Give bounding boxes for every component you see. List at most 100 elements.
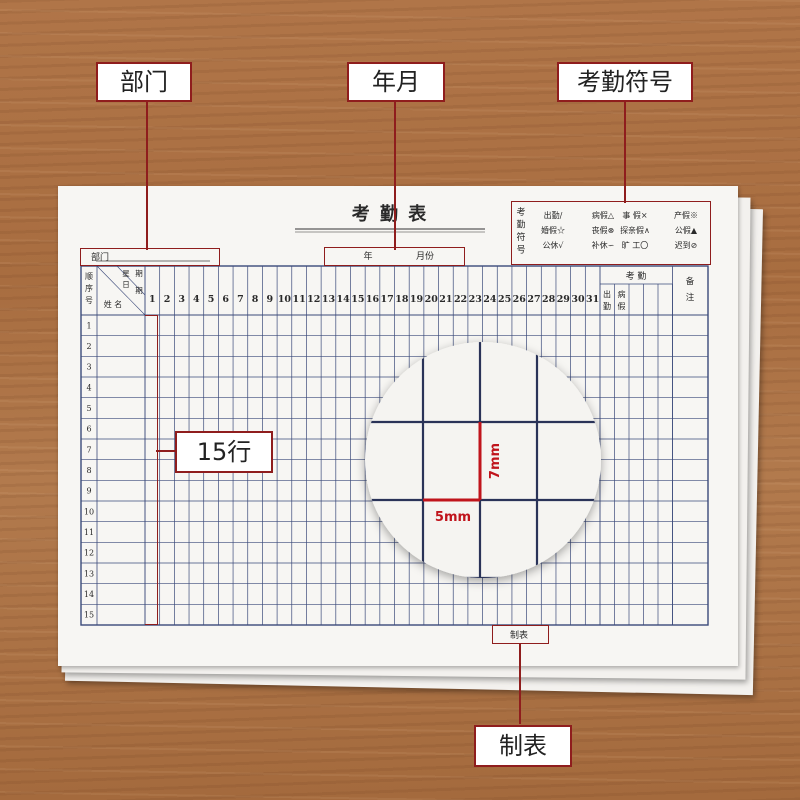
remark-char: 备	[686, 276, 695, 287]
row-number: 5	[86, 404, 91, 413]
symbol-entry: 丧假⊗	[592, 226, 615, 235]
remark-char: 注	[686, 292, 695, 303]
row-number: 2	[86, 342, 91, 351]
day-number: 31	[586, 294, 599, 305]
row-number: 13	[84, 569, 94, 578]
row-number: 4	[86, 383, 91, 392]
header-diagonal	[96, 265, 146, 316]
day-number: 11	[292, 294, 305, 305]
form-title: 考 勤 表	[352, 203, 429, 225]
row-number: 6	[86, 425, 91, 434]
row-number: 11	[84, 528, 94, 537]
symbol-entry: 出勤/	[544, 210, 563, 220]
connector-dept	[146, 100, 148, 250]
day-number: 6	[222, 294, 229, 305]
maker-highlight	[492, 625, 549, 644]
stat-col-char: 勤	[603, 301, 611, 311]
day-number: 24	[483, 294, 497, 305]
symbol-entry: 病假△	[592, 210, 615, 220]
row-number: 3	[86, 363, 91, 372]
header-day-char: 期	[135, 286, 143, 295]
rows-highlight-bracket	[145, 315, 158, 625]
day-number: 29	[557, 294, 571, 305]
day-number: 28	[542, 294, 556, 305]
dept-label: 部门	[91, 251, 109, 263]
symbol-entry: 婚假☆	[541, 225, 565, 235]
day-number: 27	[527, 294, 540, 305]
symbol-entry: 公休√	[542, 240, 564, 250]
day-number: 9	[266, 294, 273, 305]
day-number: 23	[469, 294, 482, 305]
header-seq-char: 号	[85, 296, 93, 305]
year-label: 年	[363, 250, 372, 262]
connector-rows	[156, 450, 176, 452]
connector-symbols	[624, 100, 626, 203]
header-seq-char: 顺	[85, 272, 93, 281]
symbol-entry: 探亲假∧	[620, 225, 650, 235]
maker-label: 制表	[510, 629, 528, 641]
yearmonth-highlight	[324, 247, 465, 266]
symbols-title-char: 号	[516, 245, 525, 256]
dept-highlight	[80, 248, 220, 266]
symbols-title-char: 勤	[516, 219, 525, 231]
row-number: 1	[86, 321, 91, 330]
day-number: 14	[337, 294, 351, 305]
callout-maker: 制表	[474, 725, 572, 767]
day-number: 17	[381, 294, 394, 305]
header-day-char: 日	[122, 280, 130, 289]
day-number: 15	[351, 294, 364, 305]
symbol-entry: 事 假×	[622, 210, 647, 220]
day-number: 18	[395, 294, 409, 305]
day-number: 10	[278, 294, 292, 305]
row-number: 7	[86, 445, 91, 454]
day-number: 25	[498, 294, 511, 305]
callout-yearmonth: 年月	[347, 62, 445, 102]
header-diagonal-2	[116, 265, 146, 296]
row-number: 15	[84, 611, 94, 620]
day-number: 3	[178, 294, 185, 305]
row-number: 14	[84, 590, 94, 599]
day-number: 16	[366, 294, 380, 305]
day-number: 5	[208, 294, 215, 305]
connector-maker	[519, 644, 521, 724]
row-number: 8	[86, 466, 91, 475]
day-number: 8	[252, 294, 259, 305]
header-name: 姓 名	[104, 299, 123, 309]
day-number: 4	[193, 294, 200, 305]
day-number: 21	[439, 294, 452, 305]
callout-rows: 15行	[175, 431, 273, 473]
day-number: 26	[513, 294, 527, 305]
day-number: 13	[322, 294, 335, 305]
row-number: 12	[84, 549, 94, 558]
symbol-entry: 旷 工〇	[622, 240, 649, 250]
symbols-title-char: 考	[516, 207, 525, 218]
stat-col-char: 假	[618, 302, 626, 311]
stat-col-char: 出	[603, 289, 611, 299]
day-number: 30	[571, 294, 585, 305]
symbol-entry: 补休∽	[592, 240, 615, 250]
stat-col-char: 病	[618, 289, 626, 299]
day-number: 7	[237, 294, 244, 305]
day-number: 12	[307, 294, 320, 305]
symbols-highlight	[511, 201, 711, 265]
day-number: 22	[454, 294, 467, 305]
connector-yearmonth	[394, 100, 396, 250]
zoom-width-label: 5mm	[435, 510, 471, 525]
callout-symbols: 考勤符号	[557, 62, 693, 102]
callout-dept: 部门	[96, 62, 192, 102]
day-number: 19	[410, 294, 424, 305]
symbols-title-char: 符	[516, 231, 525, 243]
symbol-entry: 公假▲	[675, 226, 698, 235]
day-number: 1	[149, 294, 156, 305]
header-week-char: 期	[135, 269, 143, 278]
day-number: 20	[425, 294, 439, 305]
row-number: 9	[86, 487, 91, 496]
zoom-height-label: 7mm	[488, 443, 503, 479]
symbol-entry: 迟到⊘	[675, 241, 698, 250]
stat-header: 考 勤	[626, 270, 647, 282]
header-seq-char: 序	[85, 283, 93, 293]
row-number: 10	[84, 507, 94, 516]
day-number: 2	[164, 294, 171, 305]
month-label: 月份	[416, 250, 434, 262]
